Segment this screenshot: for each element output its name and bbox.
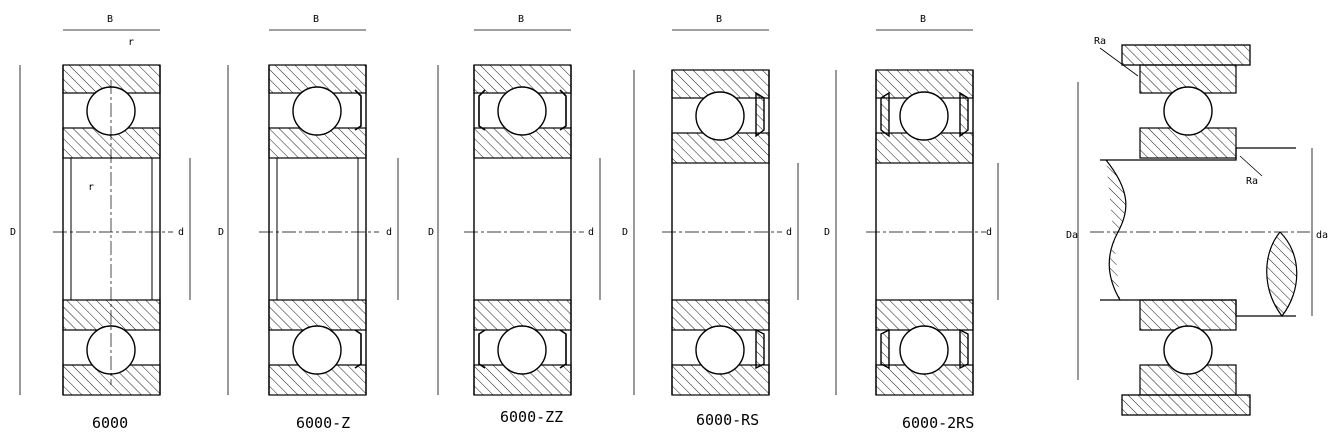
rubber-seal-upper-right [959, 91, 969, 138]
shield-upper-left [478, 89, 486, 131]
width-label: B [716, 14, 722, 25]
width-label: B [518, 14, 524, 25]
width-label: B [313, 14, 319, 25]
upper-ball [899, 91, 949, 141]
shaft-break-right [1266, 231, 1298, 317]
fillet-label-1: r [128, 37, 134, 48]
mounted-lower-ball [1163, 325, 1213, 375]
shaft-outline [1100, 147, 1296, 317]
upper-ball [695, 91, 745, 141]
rubber-seal-lower-left [880, 328, 890, 370]
rubber-seal-upper-left [880, 91, 890, 138]
housing-bottom-section [1121, 394, 1251, 416]
caption-6000-2rs: 6000-2RS [902, 414, 974, 432]
upper-ball [497, 86, 547, 136]
upper-outer-ring-section [875, 69, 974, 99]
width-label: B [920, 14, 926, 25]
caption-6000-z: 6000-Z [296, 414, 350, 432]
mounting-diagram: Da da Ra Ra [1066, 36, 1328, 416]
housing-fillet-leader [1099, 47, 1139, 77]
bearing-view-6000-zz: B [464, 14, 584, 396]
bearing-view-6000-rs: B [662, 14, 782, 396]
bore-diameter-label-4: d [786, 227, 792, 238]
fillet-label-1b: r [88, 182, 94, 193]
bore-diameter-label-5: d [986, 227, 992, 238]
lower-inner-ring-section [875, 299, 974, 331]
rubber-seal-lower-right [959, 328, 969, 370]
caption-6000-zz: 6000-ZZ [500, 408, 563, 426]
mounted-inner-ring-bottom [1139, 299, 1237, 331]
housing-top-section [1121, 44, 1251, 66]
shield-upper-right [559, 89, 567, 131]
lower-ball [695, 325, 745, 375]
outer-diameter-label-3: D [428, 227, 434, 238]
rubber-seal-upper [755, 91, 765, 138]
width-label: B [107, 14, 113, 25]
lower-inner-ring-section [473, 299, 572, 331]
housing-shoulder-label: Da [1066, 230, 1078, 241]
bore-diameter-label-1: d [178, 227, 184, 238]
shield-lower-right [559, 329, 567, 369]
shaft-fillet-label: Ra [1246, 176, 1258, 187]
bearing-view-6000-z: B [259, 14, 379, 396]
bearing-view-6000-2rs: B [866, 14, 986, 396]
outer-diameter-label-1: D [10, 227, 16, 238]
shaft-fillet-leader [1239, 155, 1263, 177]
bore-diameter-label-3: d [588, 227, 594, 238]
outer-diameter-label-2: D [218, 227, 224, 238]
shield-upper [354, 89, 362, 131]
shaft-shoulder-label: da [1316, 230, 1328, 241]
bore-diameter-label-2: d [386, 227, 392, 238]
bearing-view-6000: B [53, 14, 173, 396]
caption-6000-rs: 6000-RS [696, 411, 759, 429]
lower-inner-ring-section [62, 299, 161, 331]
caption-6000: 6000 [92, 414, 128, 432]
lower-ball [292, 325, 342, 375]
lower-ball [497, 325, 547, 375]
shield-lower-left [478, 329, 486, 369]
shaft-break-left [1105, 159, 1127, 301]
rubber-seal-lower [755, 328, 765, 370]
outer-diameter-label-5: D [824, 227, 830, 238]
mounted-upper-ball [1163, 86, 1213, 136]
housing-fillet-label: Ra [1094, 36, 1106, 47]
shield-lower [354, 329, 362, 369]
lower-ball [899, 325, 949, 375]
upper-ball [292, 86, 342, 136]
outer-diameter-label-4: D [622, 227, 628, 238]
